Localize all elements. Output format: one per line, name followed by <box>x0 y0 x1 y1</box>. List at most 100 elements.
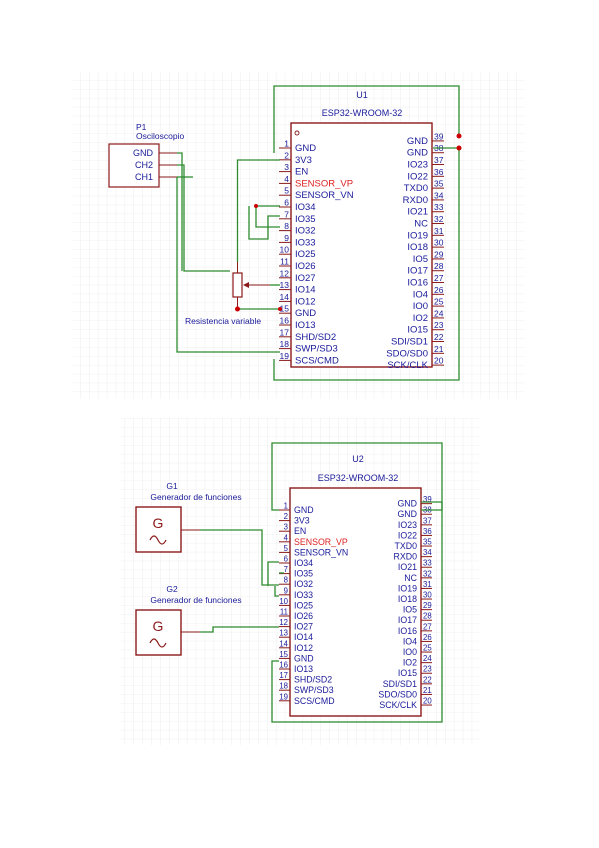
pin-name: IO33 <box>294 590 313 600</box>
wires-bottom <box>200 442 443 723</box>
pin-name: GND <box>407 136 428 147</box>
pin-name: IO4 <box>413 289 428 300</box>
pin-number: 1 <box>284 502 288 511</box>
pin-name: IO27 <box>294 622 313 632</box>
pin-number: 20 <box>434 356 444 366</box>
pin-number: 35 <box>423 538 432 547</box>
u1-value: ESP32-WROOM-32 <box>322 108 403 118</box>
pin-number: 39 <box>434 131 444 141</box>
pin-number: 6 <box>284 555 288 564</box>
pin-name: IO22 <box>398 530 417 540</box>
pin-name: SHD/SD2 <box>294 675 332 685</box>
pin-name: SDO/SD0 <box>378 689 417 699</box>
junction <box>456 133 462 139</box>
pin-number: 22 <box>434 332 444 342</box>
pin-name: IO25 <box>295 249 316 260</box>
pin-name: GND <box>397 509 417 519</box>
pin-number: 26 <box>434 285 444 295</box>
pin-name: IO17 <box>407 266 428 277</box>
pin-name: IO33 <box>295 237 316 248</box>
pot-wiper-arrow <box>243 282 249 288</box>
pin-number: 16 <box>280 316 290 326</box>
pin-number: 31 <box>434 226 444 236</box>
pin-number: 16 <box>279 661 288 670</box>
u2-value: ESP32-WROOM-32 <box>318 473 399 483</box>
pin-name: IO0 <box>403 647 417 657</box>
pin-name: IO14 <box>294 632 313 642</box>
wires-top <box>176 85 460 381</box>
pin-number: 14 <box>279 639 288 648</box>
pin-name: IO0 <box>413 301 428 312</box>
pin-number: 18 <box>280 339 290 349</box>
wire-gnd-bottom <box>271 501 443 723</box>
u1-ref: U1 <box>356 90 368 100</box>
wire-ch1-to-pin19 <box>176 177 280 353</box>
g1-symbol-g: G <box>153 515 164 531</box>
pin-name: IO34 <box>295 202 316 213</box>
pin-name: IO2 <box>403 658 417 668</box>
pin-number: 29 <box>423 601 432 610</box>
pin-name: SWP/SD3 <box>294 685 334 695</box>
pin-name: NC <box>414 219 428 230</box>
pin-name: IO13 <box>295 320 316 331</box>
junction <box>456 145 462 151</box>
pin-number: 27 <box>423 622 432 631</box>
pin-name: IO19 <box>407 230 428 241</box>
pin-number: 32 <box>423 569 432 578</box>
wire-gnd-loop-top <box>273 85 460 153</box>
u1-pin1-marker <box>294 130 300 136</box>
pin-name: IO32 <box>294 579 313 589</box>
generator-g2: G2 Generador de funciones G <box>135 584 242 656</box>
pin-name: IO15 <box>407 325 428 336</box>
pin-name: SHD/SD2 <box>295 332 336 343</box>
pin-number: 28 <box>434 261 444 271</box>
pin-number: 32 <box>434 214 444 224</box>
pin-name: SDO/SD0 <box>386 348 428 359</box>
pin-number: 33 <box>423 559 432 568</box>
pin-number: 2 <box>284 512 288 521</box>
g2-value: Generador de funciones <box>150 595 241 605</box>
scope-value: Osciloscopio <box>136 131 184 141</box>
generator-g1: G1 Generador de funciones G <box>135 481 242 553</box>
pin-name: IO25 <box>294 600 313 610</box>
pin-number: 8 <box>284 221 289 231</box>
scope-ref: P1 <box>136 122 147 132</box>
pin-name: IO26 <box>294 611 313 621</box>
pin-number: 37 <box>423 516 432 525</box>
g1-body <box>135 506 182 553</box>
g2-symbol-g: G <box>153 618 164 634</box>
pin-number: 5 <box>284 544 289 553</box>
pin-name: RXD0 <box>403 195 428 206</box>
pin-name: IO14 <box>295 285 316 296</box>
pin-number: 17 <box>280 327 290 337</box>
pin-name: IO12 <box>294 643 313 653</box>
pin-number: 27 <box>434 273 444 283</box>
schematic-bottom: G1 Generador de funciones G G2 Generador… <box>121 418 479 745</box>
pin-name: IO32 <box>295 226 316 237</box>
pin-name: GND <box>295 143 316 154</box>
pin-name: EN <box>295 167 308 178</box>
wire-g1 <box>200 529 279 586</box>
pin-name: SENSOR_VN <box>295 190 354 201</box>
pin-number: 35 <box>434 179 444 189</box>
pin-number: 15 <box>279 650 288 659</box>
g2-ref: G2 <box>166 584 178 594</box>
pin-number: 12 <box>280 268 290 278</box>
wire-io34-io32 <box>267 561 279 586</box>
pin-number: 4 <box>284 174 289 184</box>
wire-g2 <box>200 626 279 633</box>
pin-number: 37 <box>434 155 444 165</box>
pin-name: IO2 <box>413 313 428 324</box>
pin-number: 30 <box>423 591 432 600</box>
pin-name: TXD0 <box>395 541 418 551</box>
pin-number: 15 <box>280 304 290 314</box>
pin-name: SCS/CMD <box>295 355 339 366</box>
pin-number: 11 <box>280 608 288 617</box>
pin-number: 10 <box>279 597 288 606</box>
pin-number: 9 <box>284 233 289 243</box>
pin-number: 1 <box>284 139 289 149</box>
pin-number: 18 <box>279 682 288 691</box>
